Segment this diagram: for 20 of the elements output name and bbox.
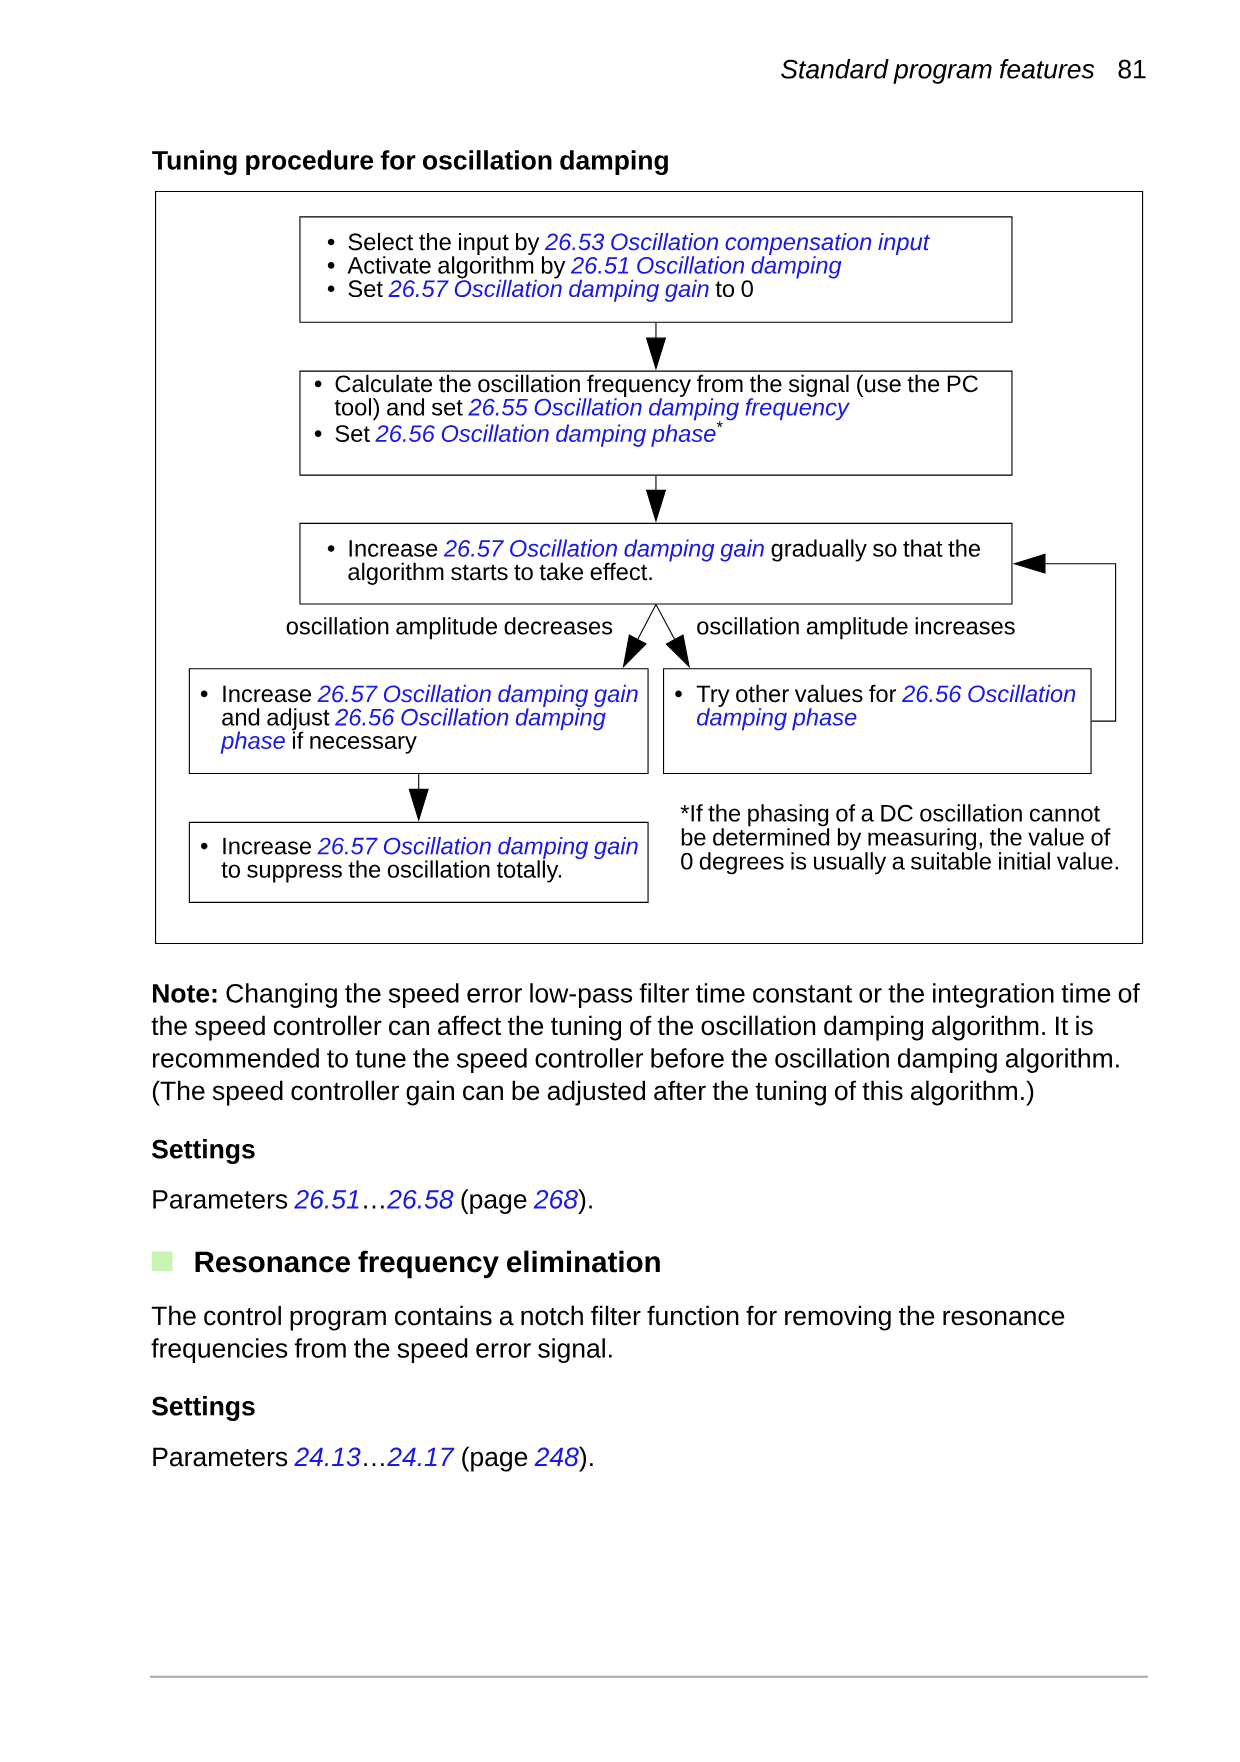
page-number: 81: [1118, 59, 1146, 79]
figure-title: Tuning procedure for oscillation damping: [152, 150, 668, 176]
step-box: Increase 26.57 Oscillation damping gain gradually so that the algorithm starts to take effect.: [299, 522, 1013, 605]
body-paragraph: The control program contains a notch filter function for removing the resonance frequencies from the speed error signal.: [151, 1305, 1065, 1364]
edge-label: oscillation amplitude decreases: [284, 616, 615, 641]
parameter-reference: Parameters 26.51…26.58 (page 268).: [153, 1189, 592, 1214]
subheading: Settings: [151, 1396, 255, 1421]
section-heading: Resonance frequency elimination: [195, 1250, 660, 1279]
step-box: Try other values for 26.56 Oscillation damping phase: [663, 668, 1092, 775]
figure-frame: [155, 191, 1144, 945]
parameter-reference: Parameters 24.13…24.17 (page 248).: [153, 1446, 593, 1472]
step-box: Calculate the oscillation frequency from the signal (use the PC tool) and set 26.55 Oscillation damping frequency Set 26.56 Oscillation damping phase$^{*}$: [299, 370, 1013, 476]
edge-label: oscillation amplitude increases: [695, 616, 1017, 641]
footnote-text: *If the phasing of a DC oscillation cannot be determined by measuring, the value of 0 degrees is usually a suitable initial value.: [680, 804, 1118, 875]
step-box: Increase 26.57 Oscillation damping gain and adjust 26.56 Oscillation damping phase if necessary: [188, 668, 649, 775]
step-box: Select the input by 26.53 Oscillation compensation input Activate algorithm by 26.51 Oscillation damping Set 26.57 Oscillation damping gain to 0: [299, 216, 1013, 323]
step-box: Increase 26.57 Oscillation damping gain to suppress the oscillation totally.: [188, 821, 649, 903]
note-paragraph: Note: Changing the speed error low-pass filter time constant or the integration time of the speed controller can affect the tuning of the oscillation damping algorithm. It is recommended to tune the speed controller before the oscillation damping algorithm. (The speed controller gain can be adjusted after the tuning of this algorithm.): [151, 983, 1140, 1106]
subheading: Settings: [151, 1139, 255, 1164]
running-header: Standard program features: [781, 59, 1095, 84]
